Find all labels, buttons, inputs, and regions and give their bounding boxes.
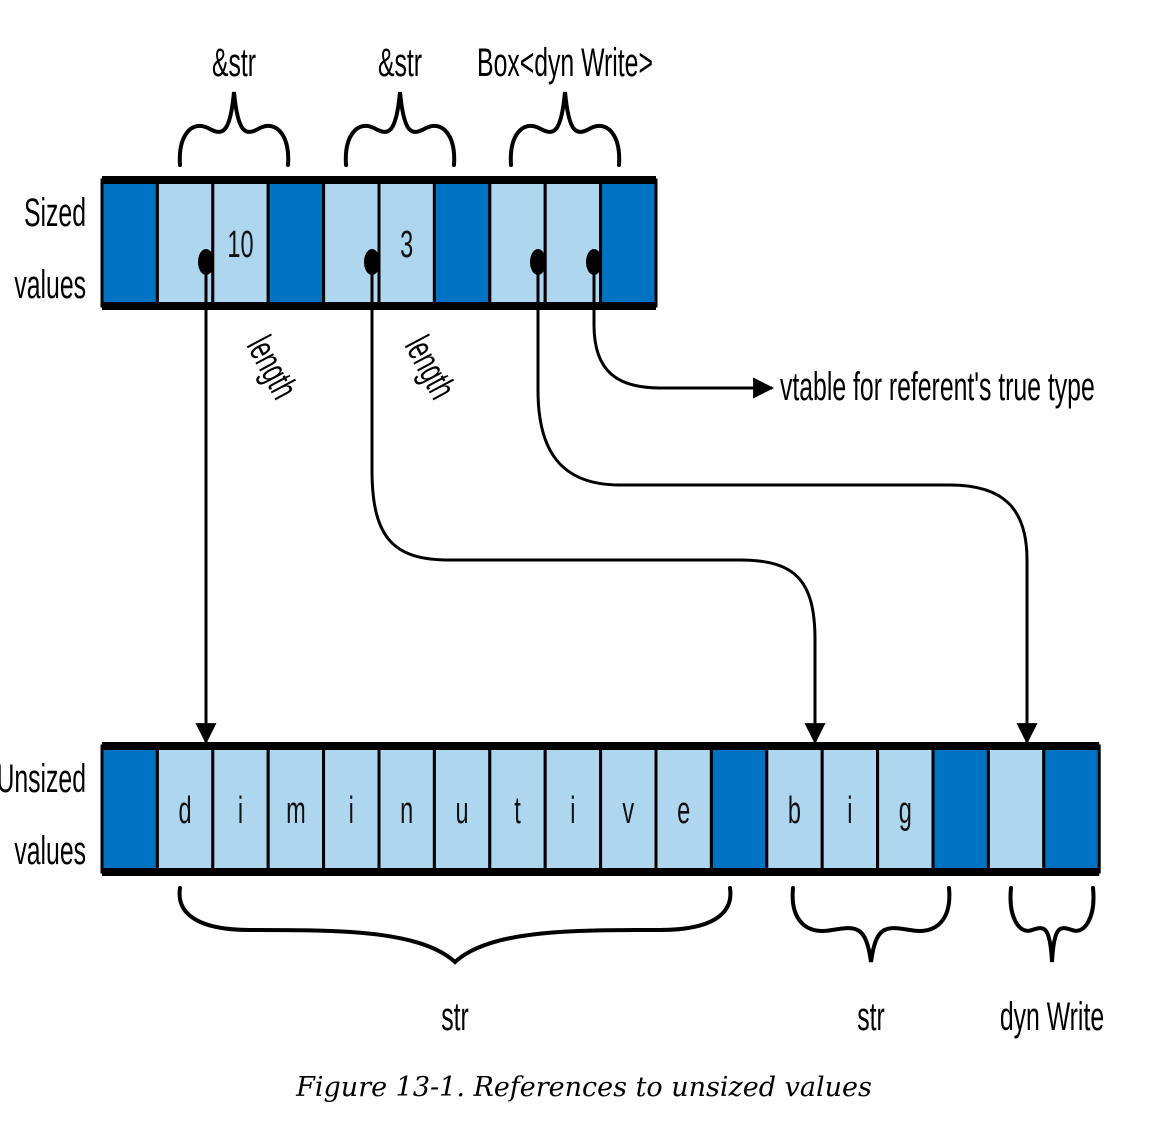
unsized-cell-text-6: u <box>456 788 469 831</box>
arrow-vtable <box>592 262 775 399</box>
bottom-label-str-1: str <box>441 995 469 1039</box>
sized-label-line2: values <box>14 263 86 307</box>
unsized-cell-text-12: b <box>788 788 801 831</box>
vtable-annotation: vtable for referent's true type <box>780 365 1095 409</box>
unsized-cell-0 <box>100 744 159 874</box>
unsized-cell-3 <box>266 744 326 874</box>
unsized-cell-text-7: t <box>514 788 521 831</box>
sized-cell-0 <box>100 178 159 308</box>
unsized-cell-11 <box>709 744 769 874</box>
pointer-dot-2 <box>364 249 380 275</box>
bottom-label-dyn-write: dyn Write <box>1000 995 1104 1039</box>
unsized-cell-12 <box>765 744 824 874</box>
top-label-str-2: &str <box>378 41 422 85</box>
top-brace-3 <box>508 91 622 167</box>
arrow-box-to-dyn-write <box>536 262 1038 745</box>
unsized-cell-text-4: i <box>349 788 354 831</box>
unsized-cell-text-1: d <box>179 788 192 831</box>
sized-cell-text-2: 10 <box>227 222 253 265</box>
bottom-braces <box>177 886 1096 965</box>
sized-cell-text-5: 3 <box>400 222 413 265</box>
top-brace-2 <box>343 91 457 167</box>
unsized-cell-text-13: i <box>847 788 852 831</box>
unsized-cell-text-14: g <box>899 788 912 831</box>
unsized-label-line1: Unsized <box>0 757 86 801</box>
figure-caption: Figure 13-1. References to unsized value… <box>296 1072 872 1103</box>
unsized-label-line2: values <box>14 829 86 873</box>
unsized-cell-17 <box>1042 744 1101 874</box>
length-annotation-2: length <box>397 329 465 406</box>
arrow-str2-to-big <box>370 262 826 745</box>
pointer-dot-1 <box>198 249 214 275</box>
unsized-cell-text-9: v <box>622 788 634 831</box>
sized-cell-3 <box>266 178 326 308</box>
top-brace-1 <box>177 91 291 167</box>
pointer-dots <box>198 249 602 275</box>
length-annotation-1: length <box>239 329 307 406</box>
bottom-brace-2 <box>790 886 952 963</box>
unsized-cell-text-5: n <box>400 788 413 831</box>
pointer-dot-4 <box>586 249 602 275</box>
unsized-cell-2 <box>211 744 270 874</box>
pointer-dot-3 <box>530 249 546 275</box>
unsized-cell-14 <box>876 744 935 874</box>
unsized-cell-text-3: m <box>286 788 306 831</box>
unsized-cell-15 <box>931 744 990 874</box>
unsized-cell-text-8: i <box>570 788 575 831</box>
unsized-cell-16 <box>986 744 1046 874</box>
sized-cell-6 <box>432 178 492 308</box>
top-label-box-dyn-write: Box<dyn Write> <box>477 41 653 85</box>
sized-label-line1: Sized <box>24 191 86 235</box>
top-braces <box>177 91 622 167</box>
bottom-brace-1 <box>177 886 733 965</box>
sized-values-row: 10 3 <box>100 176 658 310</box>
unsized-cell-text-2: i <box>238 788 243 831</box>
sized-cell-1 <box>155 178 215 308</box>
sized-cell-9 <box>599 178 658 308</box>
pointer-arrows <box>195 262 1038 745</box>
bottom-brace-3 <box>1008 886 1096 963</box>
unsized-cell-10 <box>654 744 713 874</box>
top-label-str-1: &str <box>212 41 256 85</box>
unsized-cell-text-10: e <box>677 788 690 831</box>
sized-cell-8 <box>543 178 603 308</box>
bottom-label-str-2: str <box>857 995 885 1039</box>
